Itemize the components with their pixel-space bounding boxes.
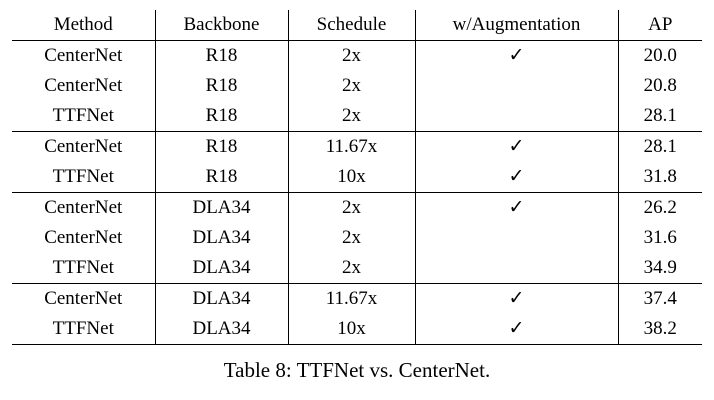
table-row: TTFNet DLA34 2x 34.9 bbox=[12, 253, 702, 284]
cell-ap: 34.9 bbox=[617, 253, 702, 284]
cell-schedule: 11.67x bbox=[287, 283, 415, 314]
cell-method: TTFNet bbox=[52, 166, 114, 187]
cell-augmentation: ✓ bbox=[414, 314, 618, 345]
cell-ap: 28.1 bbox=[617, 131, 702, 162]
column-header-ap: AP bbox=[617, 10, 702, 41]
table-caption: Table 8: TTFNet vs. CenterNet. bbox=[223, 358, 491, 382]
cell-schedule: 2x bbox=[287, 71, 415, 101]
cell-method: TTFNet bbox=[52, 105, 114, 126]
column-header-method: Method bbox=[12, 10, 155, 41]
cell-method: CenterNet bbox=[44, 227, 123, 248]
cell-augmentation bbox=[414, 71, 618, 101]
check-icon: ✓ bbox=[508, 136, 525, 157]
cell-schedule: 2x bbox=[287, 192, 415, 223]
table-row: CenterNet R18 11.67x ✓ 28.1 bbox=[12, 131, 702, 162]
cell-augmentation bbox=[414, 101, 618, 132]
cell-backbone: R18 bbox=[154, 101, 288, 132]
cell-ap: 31.8 bbox=[617, 162, 702, 193]
table-body: CenterNet R18 2x ✓ 20.0 CenterNet R18 2x… bbox=[12, 40, 702, 345]
cell-ap: 20.8 bbox=[617, 71, 702, 101]
cell-augmentation: ✓ bbox=[414, 192, 618, 223]
cell-schedule: 2x bbox=[287, 223, 415, 253]
cell-ap: 26.2 bbox=[617, 192, 702, 223]
check-icon: ✓ bbox=[508, 288, 525, 309]
check-icon: ✓ bbox=[508, 166, 525, 187]
cell-augmentation: ✓ bbox=[414, 283, 618, 314]
cell-backbone: DLA34 bbox=[154, 314, 288, 345]
cell-method: CenterNet bbox=[44, 75, 123, 96]
table-row: TTFNet DLA34 10x ✓ 38.2 bbox=[12, 314, 702, 345]
cell-backbone: DLA34 bbox=[154, 283, 288, 314]
table-row: CenterNet R18 2x 20.8 bbox=[12, 71, 702, 101]
cell-schedule: 2x bbox=[287, 253, 415, 284]
table-row: CenterNet DLA34 11.67x ✓ 37.4 bbox=[12, 283, 702, 314]
cell-ap: 38.2 bbox=[617, 314, 702, 345]
cell-backbone: DLA34 bbox=[154, 253, 288, 284]
table-header-row: Method Backbone Schedule w/Augmentation … bbox=[12, 10, 702, 41]
cell-backbone: DLA34 bbox=[154, 223, 288, 253]
check-icon: ✓ bbox=[508, 45, 525, 66]
cell-method: CenterNet bbox=[12, 283, 155, 314]
cell-backbone: R18 bbox=[154, 162, 288, 193]
table-row: TTFNet R18 2x 28.1 bbox=[12, 101, 702, 132]
table-bottom-rule bbox=[12, 344, 702, 345]
cell-schedule: 2x bbox=[287, 101, 415, 132]
cell-schedule: 10x bbox=[287, 314, 415, 345]
cell-backbone: R18 bbox=[154, 40, 288, 71]
table-row: CenterNet DLA34 2x 31.6 bbox=[12, 223, 702, 253]
cell-augmentation: ✓ bbox=[414, 40, 618, 71]
cell-augmentation: ✓ bbox=[414, 131, 618, 162]
cell-schedule: 2x bbox=[287, 40, 415, 71]
cell-ap: 28.1 bbox=[617, 101, 702, 132]
cell-augmentation bbox=[414, 253, 618, 284]
column-header-augmentation: w/Augmentation bbox=[414, 10, 618, 41]
cell-method: TTFNet bbox=[52, 257, 114, 278]
cell-method: CenterNet bbox=[44, 45, 123, 66]
cell-ap: 20.0 bbox=[617, 40, 702, 71]
table-row: CenterNet R18 2x ✓ 20.0 bbox=[12, 40, 702, 71]
cell-ap: 37.4 bbox=[617, 283, 702, 314]
cell-ap: 31.6 bbox=[617, 223, 702, 253]
table-row: TTFNet R18 10x ✓ 31.8 bbox=[12, 162, 702, 193]
cell-schedule: 10x bbox=[287, 162, 415, 193]
check-icon: ✓ bbox=[508, 318, 525, 339]
cell-method: CenterNet bbox=[12, 192, 155, 223]
cell-augmentation bbox=[414, 223, 618, 253]
column-header-schedule: Schedule bbox=[287, 10, 415, 41]
results-table-container: Method Backbone Schedule w/Augmentation … bbox=[12, 10, 702, 345]
cell-augmentation: ✓ bbox=[414, 162, 618, 193]
column-header-backbone: Backbone bbox=[154, 10, 288, 41]
cell-method: CenterNet bbox=[12, 131, 155, 162]
cell-backbone: DLA34 bbox=[154, 192, 288, 223]
cell-schedule: 11.67x bbox=[287, 131, 415, 162]
table-row: CenterNet DLA34 2x ✓ 26.2 bbox=[12, 192, 702, 223]
cell-backbone: R18 bbox=[154, 131, 288, 162]
check-icon: ✓ bbox=[508, 197, 525, 218]
table-header: Method Backbone Schedule w/Augmentation … bbox=[12, 10, 702, 41]
cell-method: TTFNet bbox=[52, 318, 114, 339]
results-table: Method Backbone Schedule w/Augmentation … bbox=[12, 10, 702, 345]
cell-backbone: R18 bbox=[154, 71, 288, 101]
